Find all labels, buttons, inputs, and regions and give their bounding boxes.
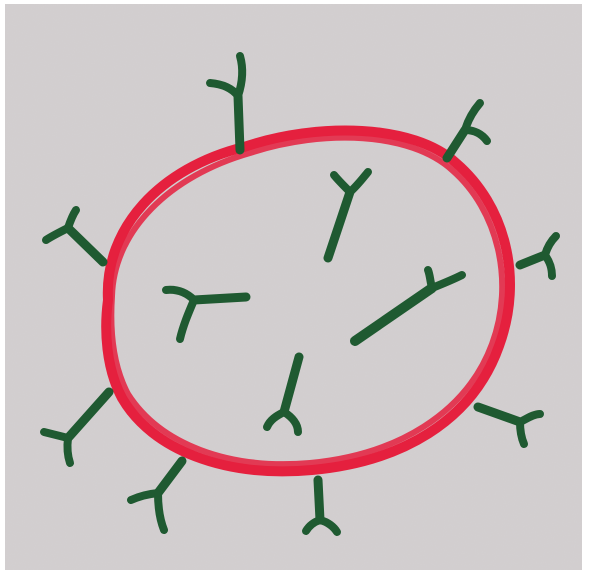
- paper-texture: [5, 4, 582, 570]
